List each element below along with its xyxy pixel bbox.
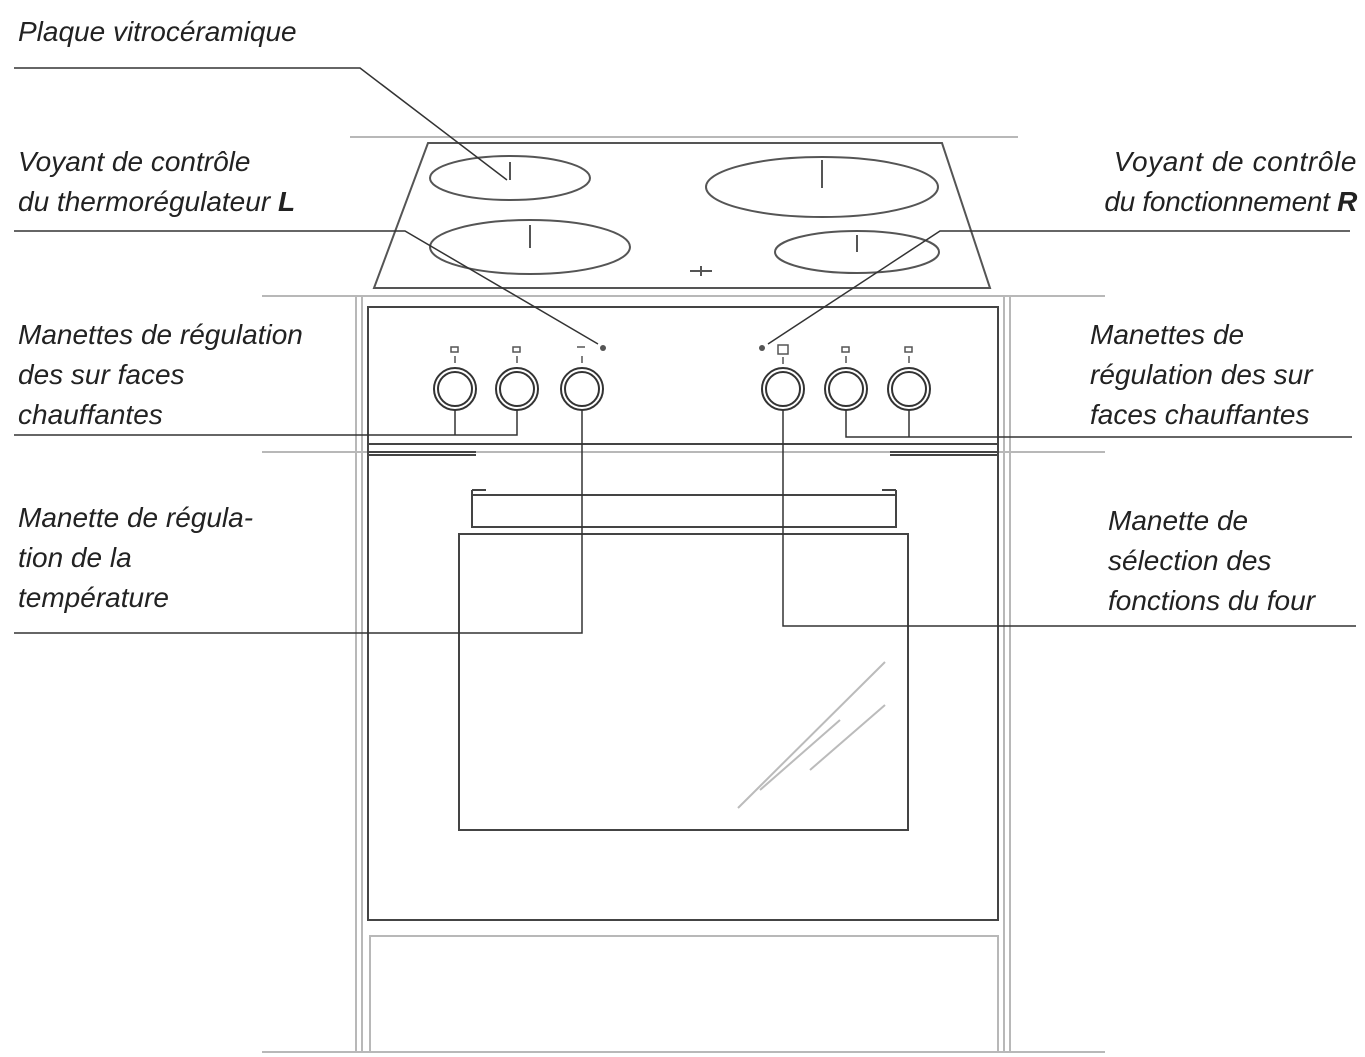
thermostat-indicator-light	[600, 345, 606, 351]
label-cooktop: Plaque vitrocéramique	[18, 12, 297, 52]
knob-temperature	[560, 367, 604, 411]
label-operation-light: Voyant de contrôle du fonctionnement R	[1104, 142, 1357, 222]
label-right-hotplate-knobs: Manettes de régulation des sur faces cha…	[1090, 315, 1313, 435]
label-function-knob-line3: fonctions du four	[1108, 585, 1316, 616]
label-function-knob-line2: sélection des	[1108, 545, 1272, 576]
glass-reflection	[737, 661, 886, 809]
cooking-zone-back-right	[705, 156, 939, 218]
control-knobs	[433, 367, 931, 411]
label-right-hotplate-knobs-line1: Manettes de	[1090, 319, 1245, 350]
cabinet-outline	[262, 136, 1105, 1053]
label-left-hotplate-knobs-line1: Manettes de régulation	[18, 319, 303, 350]
cooking-zone-front-right	[774, 230, 940, 274]
knob-function	[761, 367, 805, 411]
label-left-hotplate-knobs: Manettes de régulation des sur faces cha…	[18, 315, 303, 435]
ceramic-cooktop	[372, 142, 992, 289]
label-thermostat-light: Voyant de contrôle du thermorégulateur L	[18, 142, 295, 222]
label-right-hotplate-knobs-line3: faces chauffantes	[1090, 399, 1310, 430]
label-temperature-knob-line2: tion de la	[18, 542, 132, 573]
label-temperature-knob-line1: Manette de régula-	[18, 502, 254, 533]
oven-door-window	[458, 533, 909, 831]
label-left-hotplate-knobs-line3: chauffantes	[18, 399, 163, 430]
label-operation-light-key: R	[1337, 186, 1357, 217]
label-thermostat-light-line1: Voyant de contrôle	[18, 146, 251, 177]
knob-hotplate-3	[824, 367, 868, 411]
cooking-zone-back-left	[429, 155, 591, 201]
label-operation-light-line2: du fonctionnement	[1104, 186, 1338, 217]
knob-hotplate-4	[887, 367, 931, 411]
label-thermostat-light-line2: du thermorégulateur	[18, 186, 278, 217]
label-thermostat-light-key: L	[277, 186, 296, 217]
knob-hotplate-2	[495, 367, 539, 411]
label-temperature-knob-line3: température	[18, 582, 169, 613]
cooking-zone-front-left	[429, 219, 631, 275]
label-right-hotplate-knobs-line2: régulation des sur	[1090, 359, 1313, 390]
operation-indicator-light	[759, 345, 765, 351]
leader-lines	[14, 67, 1356, 634]
knob-markings-icon	[450, 344, 913, 364]
label-function-knob-line1: Manette de	[1108, 505, 1249, 536]
oven-door-handle	[471, 494, 897, 528]
indicator-lights	[600, 345, 765, 351]
label-left-hotplate-knobs-line2: des sur faces	[18, 359, 185, 390]
label-cooktop-line1: Plaque vitrocéramique	[18, 16, 297, 47]
label-operation-light-line1: Voyant de contrôle	[1113, 146, 1357, 177]
label-function-knob: Manette de sélection des fonctions du fo…	[1108, 501, 1315, 621]
label-temperature-knob: Manette de régula- tion de la températur…	[18, 498, 253, 618]
oven-body	[367, 306, 999, 921]
knob-hotplate-1	[433, 367, 477, 411]
